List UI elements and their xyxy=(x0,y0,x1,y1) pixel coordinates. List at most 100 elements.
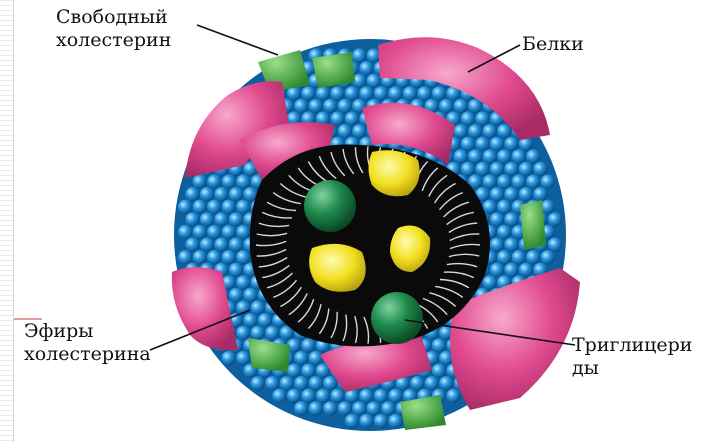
phospholipid-head xyxy=(388,86,402,100)
phospholipid-head xyxy=(439,99,453,113)
free-cholesterol-patch xyxy=(520,200,546,250)
phospholipid-head xyxy=(309,99,323,113)
phospholipid-head xyxy=(504,237,518,251)
phospholipid-head xyxy=(497,250,511,264)
phospholipid-head xyxy=(432,363,446,377)
phospholipid-head xyxy=(338,124,352,138)
phospholipid-head xyxy=(258,313,272,327)
phospholipid-head xyxy=(323,401,337,415)
phospholipid-head xyxy=(403,86,417,100)
phospholipid-head xyxy=(200,187,214,201)
phospholipid-head xyxy=(512,250,526,264)
label-cholesterol-esters: Эфиры холестерина xyxy=(24,320,151,366)
phospholipid-head xyxy=(490,162,504,176)
phospholipid-head xyxy=(497,200,511,214)
label-free-cholesterol: Свободный холестерин xyxy=(56,6,171,52)
phospholipid-head xyxy=(236,275,250,289)
phospholipid-head xyxy=(280,376,294,390)
phospholipid-head xyxy=(367,74,381,88)
phospholipid-head xyxy=(207,225,221,239)
phospholipid-head xyxy=(526,174,540,188)
phospholipid-head xyxy=(301,338,315,352)
phospholipid-head xyxy=(287,389,301,403)
phospholipid-head xyxy=(541,250,555,264)
phospholipid-head xyxy=(214,212,228,226)
phospholipid-head xyxy=(251,376,265,390)
phospholipid-head xyxy=(236,200,250,214)
phospholipid-head xyxy=(345,86,359,100)
phospholipid-head xyxy=(381,401,395,415)
phospholipid-head xyxy=(475,111,489,125)
phospholipid-head xyxy=(294,376,308,390)
phospholipid-head xyxy=(454,99,468,113)
phospholipid-head xyxy=(519,187,533,201)
cholesterol-ester-sphere xyxy=(371,292,423,344)
phospholipid-head xyxy=(432,338,446,352)
phospholipid-head xyxy=(309,376,323,390)
phospholipid-head xyxy=(374,389,388,403)
phospholipid-head xyxy=(222,174,236,188)
phospholipid-head xyxy=(548,237,562,251)
phospholipid-head xyxy=(512,174,526,188)
phospholipid-head xyxy=(193,200,207,214)
phospholipid-head xyxy=(490,212,504,226)
phospholipid-head xyxy=(309,401,323,415)
phospholipid-head xyxy=(330,111,344,125)
phospholipid-head xyxy=(468,149,482,163)
phospholipid-head xyxy=(374,414,388,428)
phospholipid-head xyxy=(316,389,330,403)
phospholipid-head xyxy=(454,124,468,138)
phospholipid-head xyxy=(229,288,243,302)
phospholipid-head xyxy=(185,237,199,251)
phospholipid-head xyxy=(359,86,373,100)
phospholipid-head xyxy=(483,200,497,214)
phospholipid-head xyxy=(207,174,221,188)
phospholipid-head xyxy=(185,212,199,226)
phospholipid-head xyxy=(388,414,402,428)
phospholipid-head xyxy=(193,225,207,239)
free-cholesterol-patch xyxy=(312,52,355,88)
phospholipid-head xyxy=(236,225,250,239)
phospholipid-head xyxy=(352,401,366,415)
phospholipid-head xyxy=(483,174,497,188)
phospholipid-head xyxy=(490,187,504,201)
phospholipid-head xyxy=(338,401,352,415)
phospholipid-head xyxy=(316,86,330,100)
phospholipid-head xyxy=(352,48,366,62)
phospholipid-head xyxy=(519,162,533,176)
phospholipid-head xyxy=(425,376,439,390)
phospholipid-head xyxy=(468,124,482,138)
phospholipid-head xyxy=(490,237,504,251)
phospholipid-head xyxy=(200,237,214,251)
phospholipid-head xyxy=(446,389,460,403)
phospholipid-head xyxy=(352,124,366,138)
phospholipid-head xyxy=(193,174,207,188)
phospholipid-head xyxy=(388,389,402,403)
phospholipid-head xyxy=(374,86,388,100)
phospholipid-head xyxy=(294,99,308,113)
phospholipid-head xyxy=(229,212,243,226)
phospholipid-head xyxy=(504,187,518,201)
phospholipid-head xyxy=(251,300,265,314)
phospholipid-head xyxy=(251,326,265,340)
phospholipid-head xyxy=(200,212,214,226)
phospholipid-head xyxy=(178,225,192,239)
phospholipid-head xyxy=(504,263,518,277)
phospholipid-head xyxy=(330,86,344,100)
phospholipid-head xyxy=(504,137,518,151)
label-triglycerides: Триглицери ды xyxy=(572,334,692,380)
phospholipid-head xyxy=(272,389,286,403)
phospholipid-head xyxy=(367,401,381,415)
phospholipid-head xyxy=(323,99,337,113)
leader-line-free-cholesterol xyxy=(197,25,278,55)
phospholipid-head xyxy=(185,187,199,201)
phospholipid-head xyxy=(439,376,453,390)
phospholipid-head xyxy=(359,389,373,403)
phospholipid-head xyxy=(475,137,489,151)
phospholipid-head xyxy=(475,162,489,176)
phospholipid-head xyxy=(236,351,250,365)
phospholipid-head xyxy=(178,250,192,264)
phospholipid-head xyxy=(490,137,504,151)
phospholipid-head xyxy=(512,149,526,163)
phospholipid-head xyxy=(338,99,352,113)
